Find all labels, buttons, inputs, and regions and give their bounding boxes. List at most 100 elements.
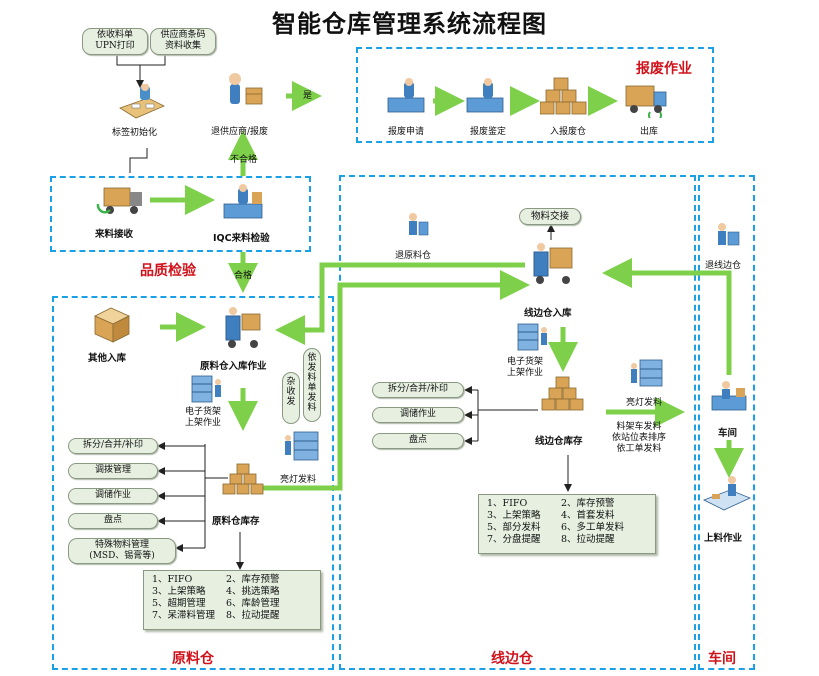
line-shelf-label: 电子货架 上架作业 — [507, 357, 543, 379]
line-op-split: 拆分/合并/补印 — [372, 382, 464, 398]
scrap-step-3: 入报废仓 — [550, 127, 587, 137]
raw-stock-icon — [222, 463, 264, 495]
feeding-icon — [703, 476, 752, 511]
zone-label-scrap: 报废作业 — [636, 61, 692, 77]
raw-stock-label: 原料仓库存 — [212, 516, 260, 527]
line-inbound-icon — [533, 243, 573, 284]
print-upn-line2: UPN打印 — [95, 41, 135, 51]
misc-receive-char2: 收 — [286, 387, 296, 397]
vendor-barcode-line1: 供应商条码 — [160, 30, 206, 40]
scrap-request-icon — [387, 78, 425, 113]
vendor-barcode-pill: 供应商条码 资料收集 — [150, 28, 216, 55]
page-title: 智能仓库管理系统流程图 — [272, 10, 547, 38]
scrap-out-icon — [625, 85, 667, 118]
issue-list-char6: 料 — [307, 403, 317, 413]
raw-shelf-label: 电子货架 上架作业 — [185, 407, 221, 429]
receive-icon — [96, 187, 142, 214]
iqc-label: IQC来料检验 — [213, 233, 270, 244]
line-stock-icon — [541, 376, 584, 411]
return-vendor-label: 退供应商/报废 — [211, 127, 269, 137]
line-shelf-line2: 上架作业 — [507, 368, 544, 378]
line-op-count: 盘点 — [372, 433, 464, 449]
raw-special-line2: (MSD、锡膏等) — [89, 551, 155, 561]
raw-shelf-line1: 电子货架 — [185, 407, 222, 417]
raw-inbound-icon — [225, 307, 261, 348]
qualified-label: 合格 — [234, 271, 253, 281]
zone-label-raw: 原料仓 — [172, 651, 214, 667]
line-issue-note-3: 依工单发料 — [616, 444, 662, 454]
issue-by-list-pill: 依 发 料 单 发 料 — [303, 348, 321, 422]
return-line-label: 退线边仓 — [705, 261, 742, 271]
label-init-icon — [119, 84, 165, 119]
raw-special-pill: 特殊物料管理 (MSD、锡膏等) — [68, 538, 176, 564]
misc-receive-pill: 杂 收 发 — [282, 372, 300, 424]
issue-list-char2: 发 — [307, 363, 317, 373]
line-issue-note: 料架车发料 依站位表排序 依工单发料 — [612, 422, 666, 455]
raw-op-storage: 调储作业 — [68, 488, 158, 504]
zone-workshop — [698, 175, 755, 670]
raw-op-split: 拆分/合并/补印 — [68, 438, 158, 454]
zone-raw — [52, 296, 334, 670]
return-raw-icon — [409, 213, 429, 236]
raw-inbound-label: 原料仓入库作业 — [200, 361, 267, 372]
zone-label-line: 线边仓 — [491, 651, 533, 667]
scrap-step-4: 出库 — [640, 127, 659, 137]
zone-scrap — [356, 47, 714, 143]
iqc-icon — [223, 184, 263, 219]
line-light-issue-icon — [631, 359, 663, 387]
raw-op-transfer: 调拨管理 — [68, 463, 158, 479]
unqualified-label: 不合格 — [230, 155, 258, 165]
raw-light-issue-label: 亮灯发料 — [280, 475, 317, 485]
line-op-storage: 调储作业 — [372, 407, 464, 423]
scrap-step-2: 报废鉴定 — [470, 127, 507, 137]
yes-label: 是 — [303, 91, 313, 101]
raw-op-count: 盘点 — [68, 513, 158, 529]
return-vendor-icon — [229, 73, 263, 105]
raw-shelf-line2: 上架作业 — [185, 418, 222, 428]
issue-list-char5: 发 — [307, 393, 317, 403]
feeding-label: 上料作业 — [704, 533, 743, 544]
scrap-step-1: 报废申请 — [388, 127, 425, 137]
label-init-label: 标签初始化 — [112, 128, 158, 138]
line-shelf-icon — [517, 323, 547, 351]
line-stock-label: 线边仓库存 — [535, 436, 583, 447]
return-raw-label: 退原料仓 — [395, 251, 432, 261]
line-issue-note-1: 料架车发料 — [616, 422, 662, 432]
other-inbound-label: 其他入库 — [88, 353, 127, 364]
zone-iqc — [50, 176, 311, 252]
workshop-label: 车间 — [718, 428, 738, 439]
handover-pill: 物料交接 — [519, 208, 581, 225]
other-inbound-icon — [94, 307, 130, 343]
scrap-warehouse-icon — [540, 77, 587, 115]
raw-shelf-icon — [191, 375, 221, 403]
misc-receive-char3: 发 — [286, 397, 296, 407]
print-upn-pill: 依收料单 UPN打印 — [82, 28, 148, 55]
print-upn-line1: 依收料单 — [96, 30, 133, 40]
line-issue-note-2: 依站位表排序 — [612, 433, 667, 443]
issue-list-char4: 单 — [307, 383, 317, 393]
line-inbound-label: 线边仓入库 — [524, 308, 572, 319]
zone-label-iqc: 品质检验 — [140, 263, 196, 279]
receive-label: 来料接收 — [95, 229, 134, 240]
zone-label-workshop: 车间 — [708, 651, 736, 667]
raw-light-issue-icon — [285, 431, 319, 461]
workshop-icon — [711, 381, 747, 411]
issue-list-char3: 料 — [307, 373, 317, 383]
issue-list-char1: 依 — [307, 353, 317, 363]
return-line-icon — [718, 223, 740, 246]
scrap-appraisal-icon — [466, 78, 504, 113]
line-light-issue-label: 亮灯发料 — [626, 398, 663, 408]
line-shelf-line1: 电子货架 — [507, 357, 544, 367]
misc-receive-char1: 杂 — [286, 377, 296, 387]
